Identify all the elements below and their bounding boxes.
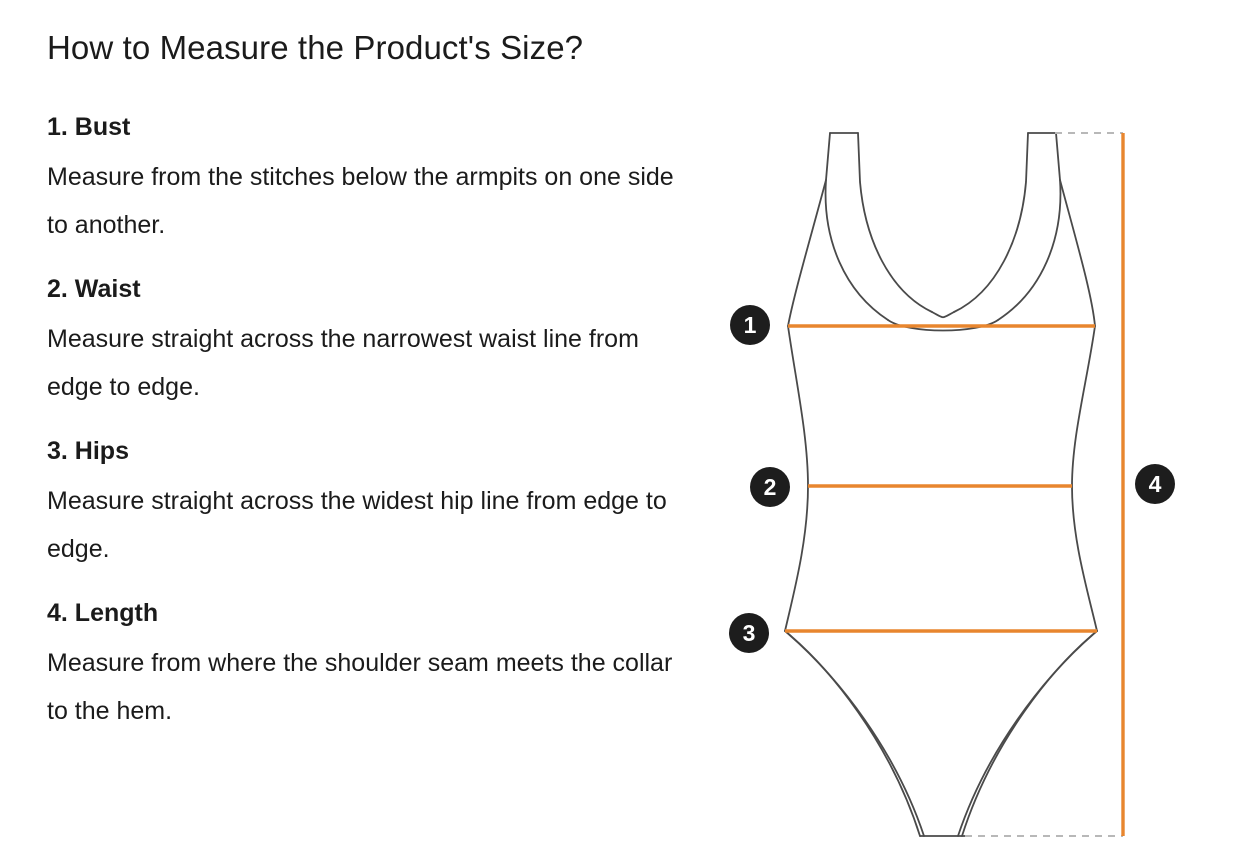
- measurement-section-waist: 2. Waist Measure straight across the nar…: [47, 272, 707, 411]
- marker-badge-3: 3: [729, 613, 769, 653]
- instructions-column: How to Measure the Product's Size? 1. Bu…: [47, 26, 707, 735]
- section-body-waist: Measure straight across the narrowest wa…: [47, 325, 639, 401]
- badge-circle-icon: [750, 467, 790, 507]
- badge-circle-icon: [730, 305, 770, 345]
- measurement-section-hips: 3. Hips Measure straight across the wide…: [47, 434, 707, 573]
- measurement-section-length: 4. Length Measure from where the shoulde…: [47, 596, 707, 735]
- marker-badge-2: 2: [750, 467, 790, 507]
- badge-label-4: 4: [1149, 471, 1162, 497]
- section-body-bust: Measure from the stitches below the armp…: [47, 163, 674, 239]
- badge-label-3: 3: [743, 620, 756, 646]
- swimsuit-illustration: 1 2 3 4: [729, 132, 1175, 837]
- section-body-length: Measure from where the shoulder seam mee…: [47, 649, 673, 725]
- badge-label-2: 2: [764, 474, 777, 500]
- badge-label-1: 1: [744, 312, 757, 338]
- badge-circle-icon: [1135, 464, 1175, 504]
- garment-outline-icon: [784, 132, 1098, 837]
- measurement-section-bust: 1. Bust Measure from the stitches below …: [47, 110, 707, 249]
- section-heading-bust: 1. Bust: [47, 113, 131, 141]
- page-title: How to Measure the Product's Size?: [47, 29, 584, 66]
- section-heading-waist: 2. Waist: [47, 275, 141, 303]
- section-heading-hips: 3. Hips: [47, 437, 129, 465]
- section-body-hips: Measure straight across the widest hip l…: [47, 487, 667, 563]
- swimsuit-measurement-diagram: 1 2 3 4: [700, 0, 1242, 858]
- marker-badge-1: 1: [730, 305, 770, 345]
- section-heading-length: 4. Length: [47, 599, 159, 627]
- badge-circle-icon: [729, 613, 769, 653]
- marker-badge-4: 4: [1135, 464, 1175, 504]
